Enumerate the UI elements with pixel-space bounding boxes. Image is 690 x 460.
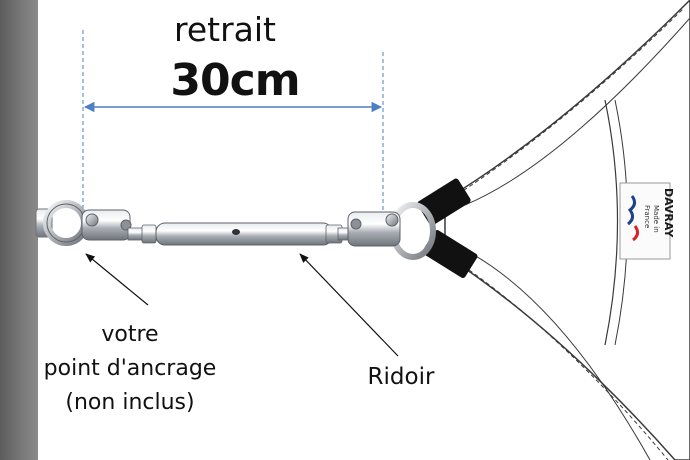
dimension-label: retrait bbox=[174, 10, 276, 49]
tag-origin-1: Made in bbox=[652, 205, 660, 233]
sail-tag bbox=[619, 182, 671, 260]
anchor-label-line-3: (non inclus) bbox=[65, 390, 195, 415]
tag-brand: DAVRAY bbox=[662, 188, 675, 238]
dimension-value: 30cm bbox=[170, 55, 300, 106]
turnbuckle-label: Ridoir bbox=[367, 364, 435, 390]
wall bbox=[0, 0, 38, 460]
flag-mark bbox=[627, 195, 637, 226]
shade-sail-corner bbox=[417, 0, 690, 460]
strap-lower bbox=[422, 230, 478, 278]
anchor-point-label: votre point d'ancrage (non inclus) bbox=[30, 318, 230, 420]
tag-origin-2: France bbox=[643, 205, 651, 228]
anchor-label-line-2: point d'ancrage bbox=[43, 356, 217, 381]
turnbuckle bbox=[81, 209, 401, 247]
wall-eye-bolt bbox=[35, 200, 89, 246]
anchor-label-line-1: votre bbox=[101, 322, 159, 347]
anchor-callout-arrow bbox=[85, 253, 149, 306]
turnbuckle-callout-arrow bbox=[299, 253, 399, 357]
